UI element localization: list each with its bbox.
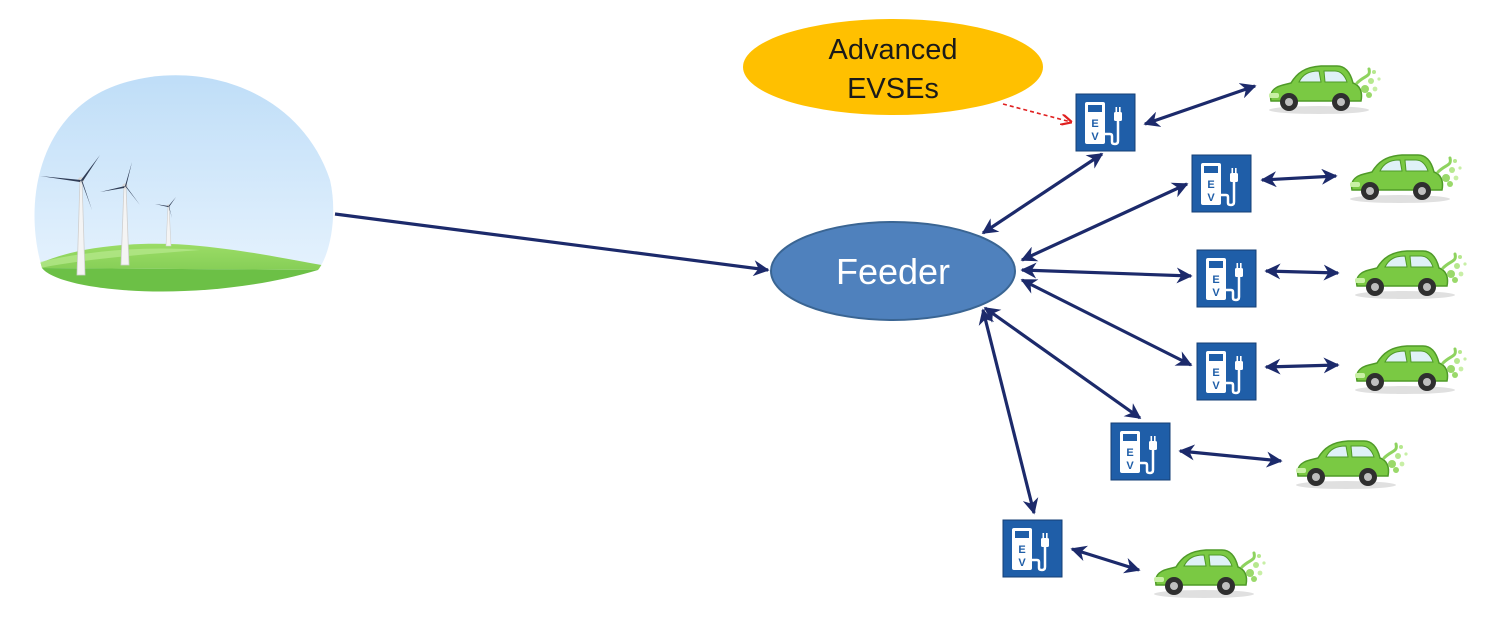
evse-6-car-6-arrow — [1070, 545, 1141, 574]
ev-charging-station-icon — [1001, 518, 1064, 579]
evse-5-car-5-arrow — [1178, 444, 1283, 468]
electric-car-icon — [1353, 344, 1469, 396]
evse-1-car-1-arrow — [1143, 83, 1257, 127]
electric-car-icon — [1348, 153, 1464, 205]
wind-farm-icon — [34, 75, 334, 292]
feeder-evse-1-arrow — [981, 152, 1104, 235]
evse-2-car-2-arrow — [1260, 168, 1338, 188]
ev-charging-station-icon — [1074, 92, 1137, 153]
evse-3-car-3-arrow — [1264, 263, 1340, 281]
ev-charging-station-icon — [1109, 421, 1172, 482]
electric-car-icon — [1152, 548, 1268, 600]
callout-line-2: EVSEs — [847, 73, 939, 105]
ev-charging-station-icon — [1190, 153, 1253, 214]
electric-car-icon — [1353, 249, 1469, 301]
ev-charging-station-icon — [1195, 341, 1258, 402]
callout-pointer-arrow — [1002, 103, 1071, 122]
advanced-evses-callout: Advanced EVSEs — [743, 19, 1071, 122]
feeder-evse-2-arrow — [1020, 182, 1189, 262]
ev-charging-station-icon — [1195, 248, 1258, 309]
feeder-evse-5-arrow — [983, 306, 1142, 420]
source-to-feeder-arrow — [334, 212, 770, 277]
electric-car-icon — [1294, 439, 1410, 491]
feeder-label: Feeder — [836, 251, 950, 292]
connections — [334, 83, 1340, 574]
feeder-node: Feeder — [770, 221, 1016, 321]
callout-line-1: Advanced — [829, 34, 958, 66]
evse-4-car-4-arrow — [1264, 357, 1340, 375]
feeder-evse-3-arrow — [1020, 262, 1193, 284]
electric-car-icon — [1267, 64, 1383, 116]
feeder-evse-6-arrow — [978, 308, 1039, 515]
